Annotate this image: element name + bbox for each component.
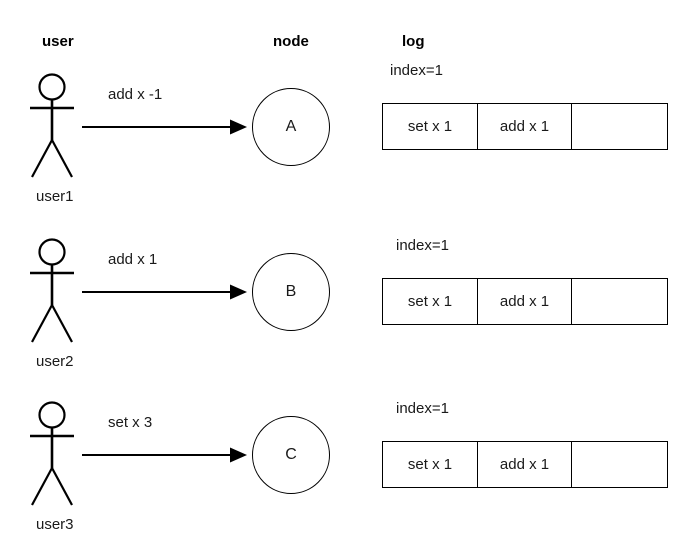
message-arrow-icon bbox=[82, 112, 247, 144]
log-index-label: index=1 bbox=[396, 237, 449, 254]
log-index-label: index=1 bbox=[396, 400, 449, 417]
log-table: set x 1 add x 1 bbox=[382, 103, 668, 150]
stick-figure-icon bbox=[30, 62, 96, 182]
log-cell bbox=[572, 279, 666, 324]
log-cell: set x 1 bbox=[383, 442, 478, 487]
message-arrow-icon bbox=[82, 277, 247, 309]
log-index-label: index=1 bbox=[390, 62, 443, 79]
log-cell bbox=[572, 442, 666, 487]
actor-label: user3 bbox=[36, 516, 74, 533]
log-cell: add x 1 bbox=[478, 279, 572, 324]
log-cell bbox=[572, 104, 666, 149]
message-label: set x 3 bbox=[108, 414, 153, 431]
log-cell: add x 1 bbox=[478, 442, 572, 487]
node-circle: C bbox=[252, 416, 330, 494]
actor-label: user2 bbox=[36, 353, 74, 370]
log-cell: set x 1 bbox=[383, 104, 478, 149]
node-label: C bbox=[285, 446, 297, 463]
log-cell: set x 1 bbox=[383, 279, 478, 324]
node-label: A bbox=[285, 118, 297, 135]
actor-label: user1 bbox=[36, 188, 74, 205]
column-header-log: log bbox=[402, 33, 425, 50]
log-cell: add x 1 bbox=[478, 104, 572, 149]
node-circle: B bbox=[252, 253, 330, 331]
node-label: B bbox=[285, 283, 297, 300]
diagram-row: user2 add x 1 B index=1 set x 1 add x 1 bbox=[0, 165, 691, 370]
log-table: set x 1 add x 1 bbox=[382, 278, 668, 325]
stick-figure-icon bbox=[30, 390, 96, 510]
log-table: set x 1 add x 1 bbox=[382, 441, 668, 488]
message-label: add x 1 bbox=[108, 251, 158, 268]
diagram-row: user1 add x -1 A index=1 set x 1 add x 1 bbox=[0, 0, 691, 205]
message-arrow-icon bbox=[82, 440, 247, 472]
column-header-user: user bbox=[42, 33, 74, 50]
stick-figure-icon bbox=[30, 227, 96, 347]
diagram-row: user3 set x 3 C index=1 set x 1 add x 1 bbox=[0, 328, 691, 533]
column-header-node: node bbox=[273, 33, 309, 50]
node-circle: A bbox=[252, 88, 330, 166]
message-label: add x -1 bbox=[108, 86, 163, 103]
